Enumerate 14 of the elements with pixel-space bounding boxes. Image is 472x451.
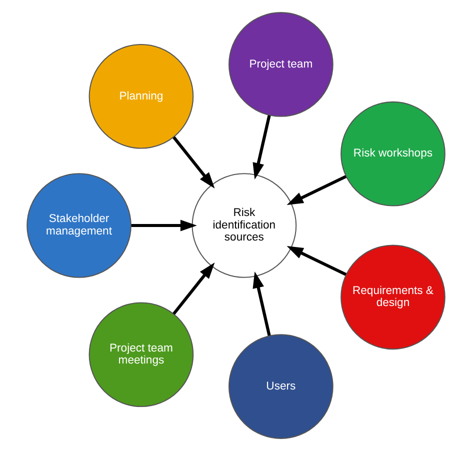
node-circle: Stakeholder management [26,173,132,278]
arrow [172,262,215,315]
arrow [252,272,271,336]
arrow [252,115,271,180]
node-circle: Planning [88,44,194,149]
node-circle: Project team [228,12,334,117]
node-circle: Users [228,334,334,439]
arrow [131,220,197,232]
arrow [172,136,215,189]
arrow [286,175,347,205]
arrow [286,246,347,276]
node-circle: Requirements & design [340,244,446,350]
node-circle: Project team meetings [88,302,194,408]
node-circle: Risk workshops [340,101,446,206]
